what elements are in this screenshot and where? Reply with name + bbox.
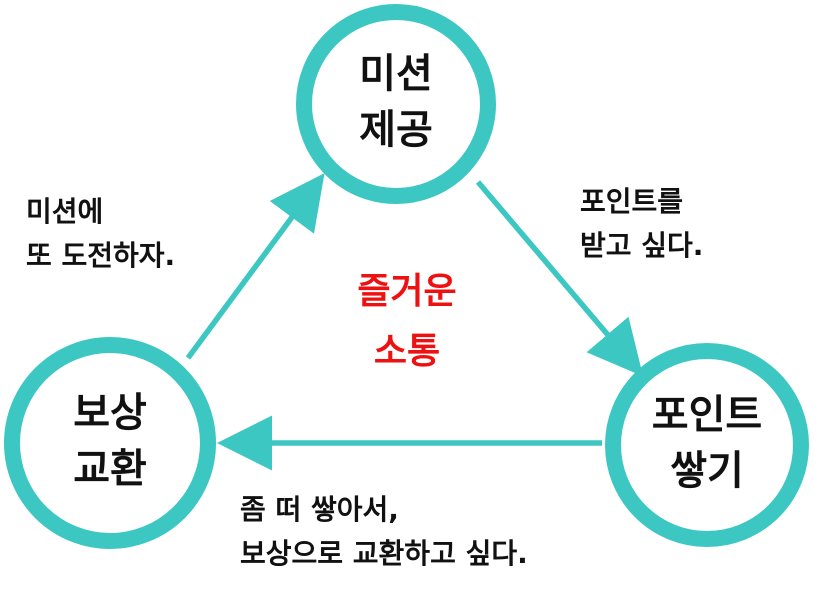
edge-reward-to-mission-line1: 미션에	[26, 195, 104, 228]
edge-points-to-reward-line1: 좀 떠 쌓아서,	[240, 493, 399, 526]
node-mission-line1: 미션	[359, 51, 433, 97]
node-points-line1: 포인트	[651, 392, 763, 438]
edge-points-to-reward-line2: 보상으로 교환하고 싶다.	[240, 537, 528, 570]
node-label-reward: 보상 교환	[30, 381, 190, 501]
node-circle-points	[605, 343, 809, 547]
node-mission-line2: 제공	[359, 107, 433, 153]
arrow-reward-to-mission	[185, 173, 325, 360]
edge-label-mission-to-points: 포인트를 받고 싶다.	[580, 180, 703, 268]
edge-mission-to-points-line2: 받고 싶다.	[580, 229, 704, 262]
edge-label-reward-to-mission: 미션에 또 도전하자.	[26, 190, 175, 278]
edge-reward-to-mission-line2: 또 도전하자.	[26, 239, 176, 272]
center-line2: 소통	[373, 331, 441, 372]
center-label: 즐거운 소통	[312, 262, 502, 382]
node-reward-line1: 보상	[73, 390, 147, 436]
node-circle-reward	[4, 337, 216, 549]
node-label-mission: 미션 제공	[316, 42, 476, 162]
node-reward-line2: 교환	[73, 446, 147, 492]
node-points-line2: 쌓기	[670, 448, 744, 494]
node-circle-mission	[296, 4, 496, 204]
center-line1: 즐거운	[357, 271, 457, 312]
edge-mission-to-points-line1: 포인트를	[580, 185, 684, 218]
edge-label-points-to-reward: 좀 떠 쌓아서, 보상으로 교환하고 싶다.	[240, 488, 528, 576]
arrow-mission-to-points	[475, 180, 644, 377]
node-label-points: 포인트 쌓기	[627, 383, 787, 503]
